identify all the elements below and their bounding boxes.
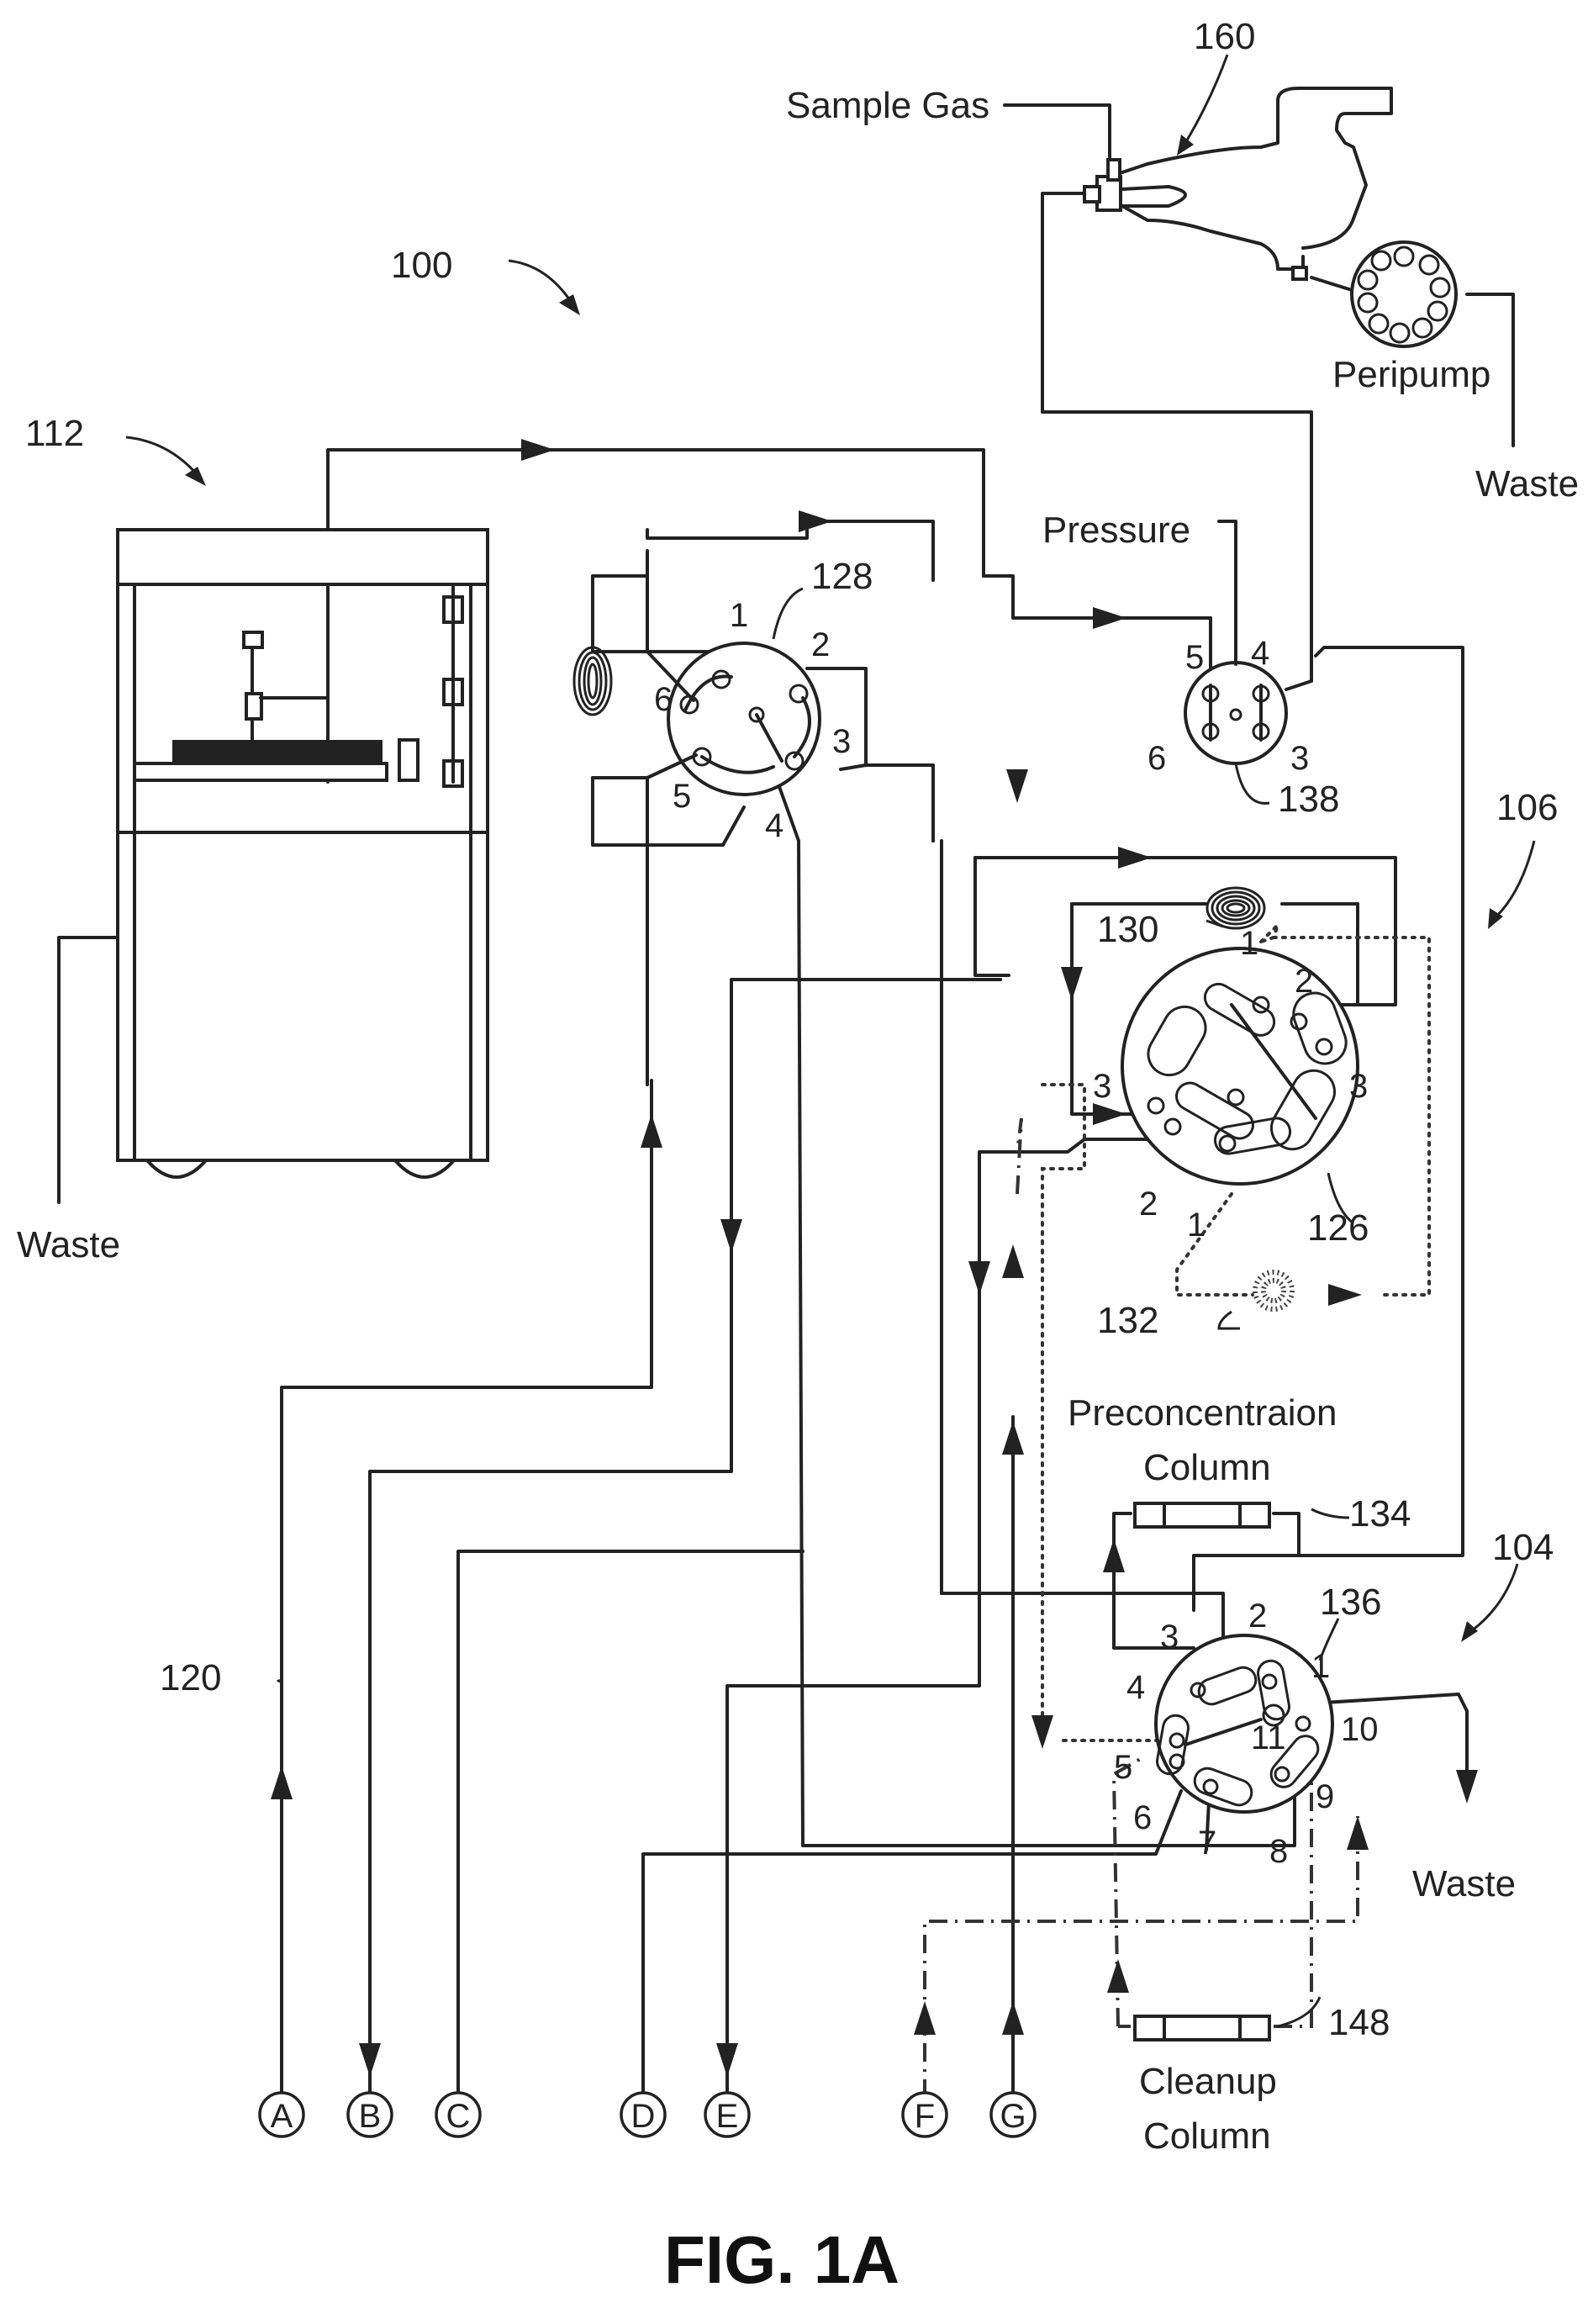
connector-label-d: D [631,2098,656,2135]
ref-138: 138 [1278,779,1339,820]
arrow-down [1006,769,1028,803]
coil-130 [1207,888,1264,928]
port-label: 3 [1290,740,1309,777]
arrow-up [1002,1421,1024,1455]
arrow-up [641,1114,662,1148]
connector-label-b: B [359,2098,382,2135]
ref-136: 136 [1320,1582,1381,1623]
label-waste-right: Waste [1412,1863,1516,1904]
port-label: 3 [832,723,851,760]
label-preconcentration-column: Column [1143,1447,1271,1488]
ref-160: 160 [1194,16,1255,57]
port-label: 3 [1349,1068,1368,1105]
port-label: 9 [1316,1778,1334,1815]
ref-130: 130 [1097,909,1158,950]
port-label: 11 [1251,1719,1286,1756]
autosampler-112 [59,530,488,1202]
arrow-right [1093,607,1126,629]
label-cleanup: Cleanup [1139,2061,1277,2102]
port-label: 6 [1147,740,1166,777]
port-label: 6 [654,681,673,718]
port-label: 5 [1185,639,1204,676]
port-label: 1 [730,597,748,634]
connectors: A B C D E F G [260,2093,1035,2136]
port-label: 2 [1139,1186,1158,1223]
ref-104: 104 [1492,1527,1554,1568]
arrow-down [720,1219,742,1253]
label-waste-left: Waste [17,1224,120,1265]
nebulizer-160 [1084,88,1391,279]
arrow-up [1103,1539,1125,1572]
ref-128: 128 [811,556,873,597]
ref-106: 106 [1496,787,1558,828]
connector-label-g: G [1000,2098,1026,2135]
port-label: 8 [1269,1833,1288,1870]
port-label: 4 [1126,1669,1145,1706]
port-label: 1 [1187,1207,1206,1244]
connector-label-e: E [716,2098,739,2135]
cleanup-column-148 [1135,2016,1269,2040]
valve-136 [1155,1635,1332,1812]
port-label: 6 [1133,1799,1152,1836]
connector-label-c: C [446,2098,471,2135]
peripump [1311,242,1456,346]
loop-coil [574,647,611,715]
connector-label-a: A [271,2098,293,2135]
port-label: 5 [673,778,691,815]
arrow-right [521,439,555,461]
label-preconcentration: Preconcentraion [1068,1392,1337,1434]
arrow-right [1328,1284,1362,1306]
arrow-up [1347,1816,1369,1850]
arrow-down [1031,1715,1053,1749]
arrow-right [799,510,832,532]
port-label: 5 [1114,1749,1132,1786]
arrow-down [716,2043,738,2077]
port-label: 7 [1198,1825,1216,1862]
port-label: 2 [1295,963,1313,1000]
port-label: 2 [1248,1598,1267,1635]
port-label: 1 [1311,1648,1330,1685]
port-label: 1 [1240,925,1258,962]
arrow-right [1093,1103,1126,1125]
arrow-up [914,2001,936,2035]
port-label: 4 [1251,635,1269,672]
arrow-up [1002,2001,1024,2035]
dashdot-flow-lines [925,1118,1358,2098]
port-label: 3 [1093,1068,1111,1105]
port-label: 3 [1160,1619,1179,1656]
port-label: 4 [765,807,783,844]
valve-138 [1185,521,1311,763]
arrow-down [1456,1770,1478,1804]
label-waste-top: Waste [1475,463,1579,504]
arrow-down [359,2043,381,2077]
arrow-down [968,1261,990,1295]
valve-128 [574,576,820,845]
filter-132 [1255,1272,1292,1309]
arrow-up [271,1766,293,1799]
label-cleanup-column: Column [1143,2115,1271,2157]
port-label: 10 [1341,1711,1379,1748]
port-label: 2 [811,626,830,663]
ref-100: 100 [391,245,452,286]
connector-label-f: F [915,2098,935,2135]
ref-126: 126 [1307,1207,1369,1249]
ref-132: 132 [1097,1300,1158,1341]
preconcentration-column-134 [1135,1503,1269,1527]
label-sample-gas: Sample Gas [786,85,989,126]
ref-120: 120 [160,1657,221,1698]
ref-112: 112 [25,413,84,454]
ref-148: 148 [1328,2002,1390,2043]
arrow-down [1061,967,1083,1001]
arrow-right [1118,847,1152,869]
ref-134: 134 [1349,1493,1411,1534]
arrow-up [1107,1959,1129,1993]
figure-label: FIG. 1A [664,2222,900,2297]
arrow-up [1002,1244,1024,1278]
label-pressure: Pressure [1042,510,1190,551]
label-peripump: Peripump [1332,354,1490,395]
